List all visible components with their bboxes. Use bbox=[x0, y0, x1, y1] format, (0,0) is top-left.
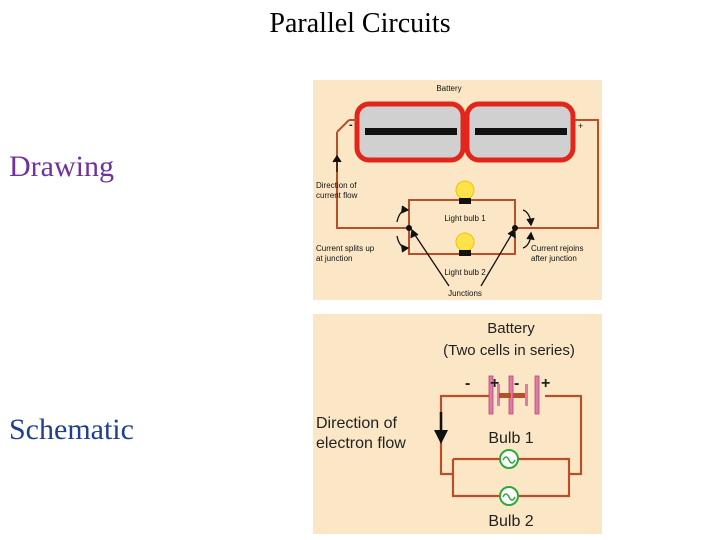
bulb-2-symbol-icon bbox=[499, 486, 519, 506]
cell2-plus-sign: + bbox=[541, 375, 550, 392]
cell1-plus-sign: + bbox=[490, 375, 499, 392]
junction-left bbox=[406, 225, 412, 231]
battery-cells-symbol bbox=[488, 375, 540, 415]
light-bulb-1-icon bbox=[455, 180, 475, 204]
battery-label: Battery bbox=[436, 84, 461, 93]
direction-label-line2: current flow bbox=[316, 191, 358, 200]
light-bulb-1-label: Light bulb 1 bbox=[444, 214, 486, 223]
schematic-direction-line2: electron flow bbox=[316, 435, 406, 452]
battery-minus-sign: - bbox=[349, 119, 353, 131]
schematic-label: Schematic bbox=[9, 413, 134, 446]
circuit-schematic-panel: Battery (Two cells in series) - + - + Di… bbox=[313, 314, 602, 534]
rejoins-label-line2: after junction bbox=[531, 254, 577, 263]
battery-graphic bbox=[336, 101, 576, 163]
schematic-bulb-1-label: Bulb 1 bbox=[488, 430, 533, 447]
splits-label-line2: at junction bbox=[316, 254, 352, 263]
circuit-schematic: Battery (Two cells in series) - + - + Di… bbox=[316, 320, 583, 530]
rejoins-label-line1: Current rejoins bbox=[531, 244, 583, 253]
current-arrows bbox=[332, 154, 535, 287]
splits-label-line1: Current splits up bbox=[316, 244, 375, 253]
battery-plus-sign: + bbox=[578, 121, 583, 131]
schematic-direction-line1: Direction of bbox=[316, 415, 397, 432]
schematic-battery-sublabel: (Two cells in series) bbox=[443, 342, 575, 359]
junctions-label: Junctions bbox=[448, 289, 482, 298]
schematic-bulb-2-label: Bulb 2 bbox=[488, 513, 533, 530]
cell1-minus-sign: - bbox=[465, 375, 470, 392]
direction-label-line1: Direction of bbox=[316, 181, 357, 190]
schematic-battery-label: Battery bbox=[487, 320, 535, 337]
page-title: Parallel Circuits bbox=[269, 8, 451, 39]
cell2-minus-sign: - bbox=[514, 375, 519, 392]
circuit-drawing-panel: Battery - + Light bulb 1 Light bulb 2 Di… bbox=[313, 80, 602, 300]
junction-right bbox=[512, 225, 518, 231]
drawing-label: Drawing bbox=[9, 150, 114, 183]
light-bulb-2-icon bbox=[455, 232, 475, 256]
electron-flow-arrow bbox=[434, 412, 448, 444]
circuit-drawing: Battery - + Light bulb 1 Light bulb 2 Di… bbox=[316, 84, 599, 298]
bulb-1-symbol-icon bbox=[499, 449, 519, 469]
light-bulb-2-label: Light bulb 2 bbox=[444, 268, 486, 277]
